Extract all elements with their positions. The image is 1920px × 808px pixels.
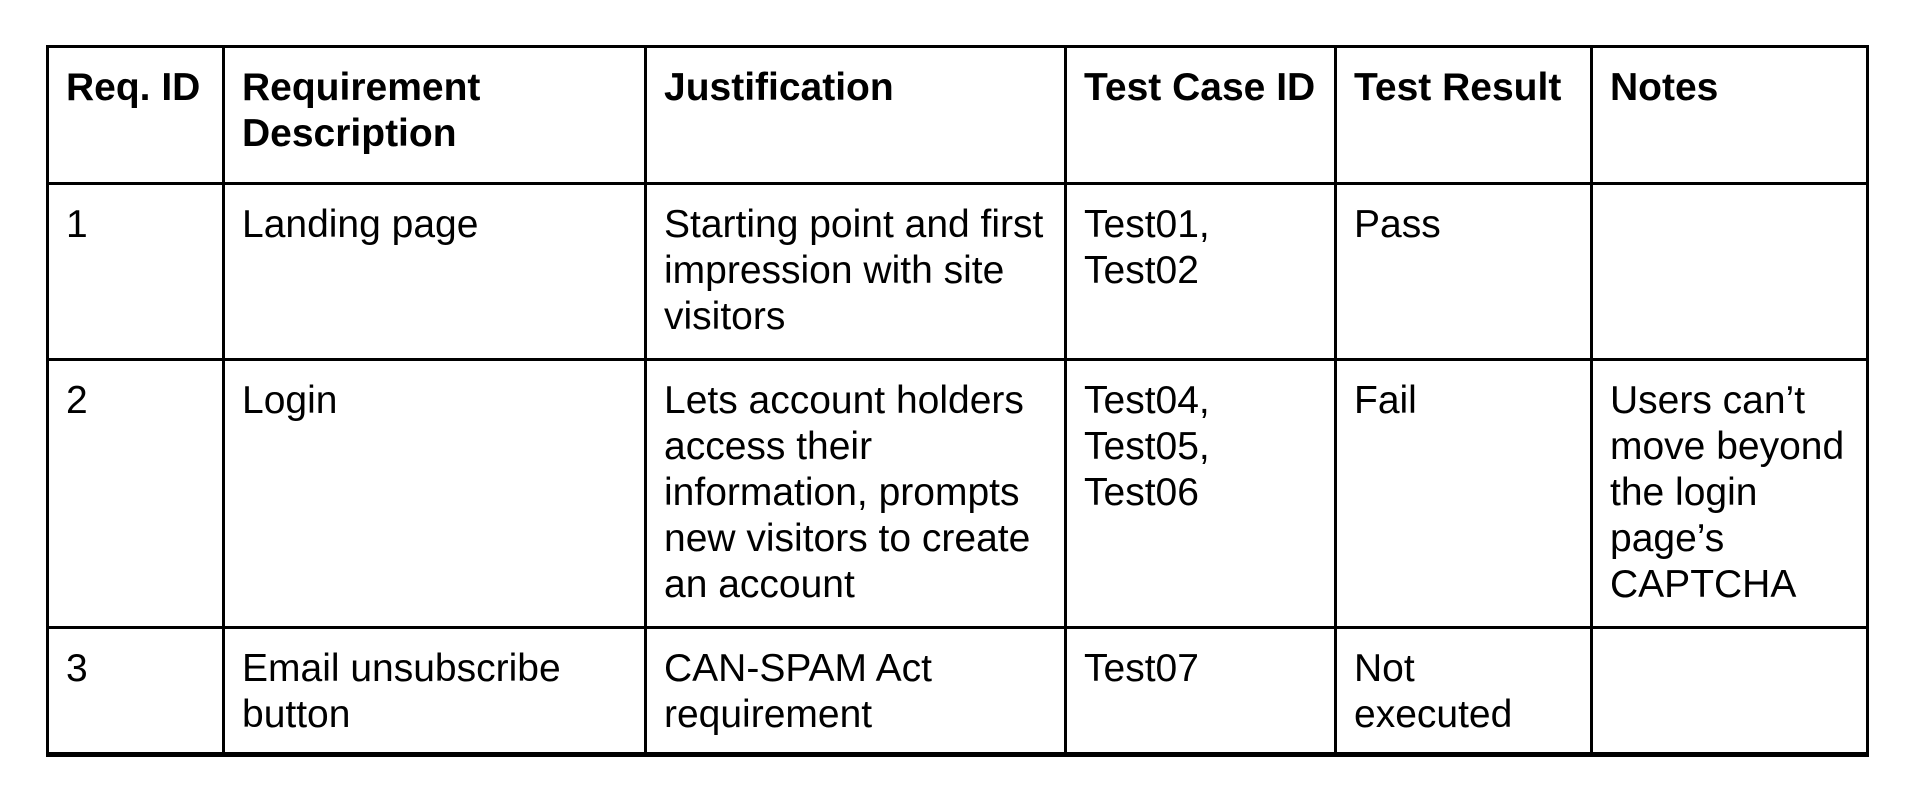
cell-notes bbox=[1590, 626, 1869, 757]
cell-test-case-id: Test04, Test05, Test06 bbox=[1064, 358, 1337, 629]
cell-test-result: Not executed bbox=[1334, 626, 1593, 757]
requirements-traceability-table: Req. ID Requirement Description Justific… bbox=[46, 45, 1869, 757]
table-header-row: Req. ID Requirement Description Justific… bbox=[46, 45, 1869, 185]
cell-req-id: 1 bbox=[46, 182, 225, 361]
column-header-test-case-id: Test Case ID bbox=[1064, 45, 1337, 185]
table-row: 2 Login Lets account holders access thei… bbox=[46, 358, 1869, 629]
cell-test-result: Fail bbox=[1334, 358, 1593, 629]
cell-justification: Lets account holders access their inform… bbox=[644, 358, 1067, 629]
cell-req-desc: Login bbox=[222, 358, 647, 629]
cell-notes: Users can’t move beyond the login page’s… bbox=[1590, 358, 1869, 629]
cell-test-case-id: Test07 bbox=[1064, 626, 1337, 757]
cell-test-result: Pass bbox=[1334, 182, 1593, 361]
cell-justification: Starting point and first impression with… bbox=[644, 182, 1067, 361]
table-row: 1 Landing page Starting point and first … bbox=[46, 182, 1869, 361]
column-header-req-id: Req. ID bbox=[46, 45, 225, 185]
column-header-notes: Notes bbox=[1590, 45, 1869, 185]
cell-notes bbox=[1590, 182, 1869, 361]
column-header-test-result: Test Result bbox=[1334, 45, 1593, 185]
column-header-justification: Justification bbox=[644, 45, 1067, 185]
cell-req-desc: Email unsubscribe button bbox=[222, 626, 647, 757]
column-header-req-desc: Requirement Description bbox=[222, 45, 647, 185]
requirements-table-container: Req. ID Requirement Description Justific… bbox=[46, 45, 1869, 757]
cell-req-desc: Landing page bbox=[222, 182, 647, 361]
cell-justification: CAN-SPAM Act requirement bbox=[644, 626, 1067, 757]
cell-test-case-id: Test01, Test02 bbox=[1064, 182, 1337, 361]
table-row: 3 Email unsubscribe button CAN-SPAM Act … bbox=[46, 626, 1869, 757]
cell-req-id: 3 bbox=[46, 626, 225, 757]
cell-req-id: 2 bbox=[46, 358, 225, 629]
